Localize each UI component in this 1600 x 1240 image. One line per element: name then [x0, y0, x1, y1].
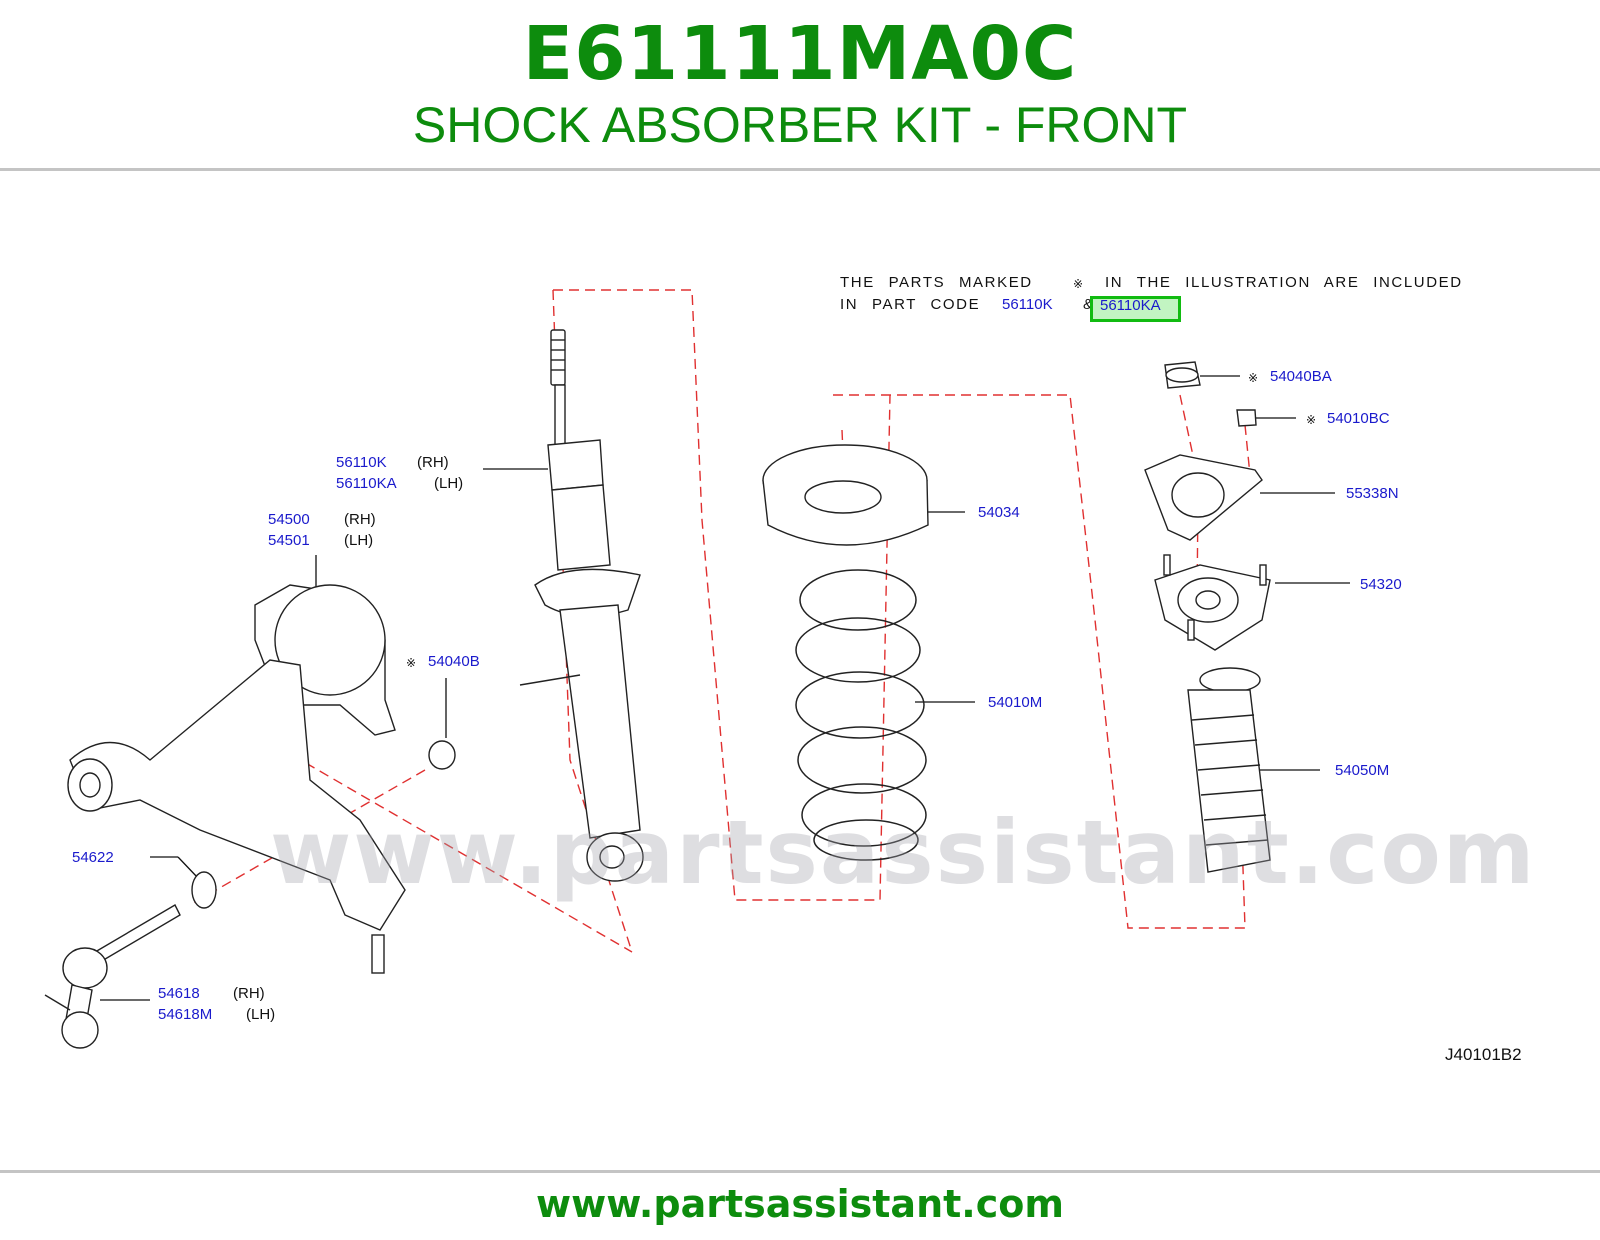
diagram-drawing — [44, 289, 1350, 1049]
callout-54618m[interactable]: 54618M — [158, 1006, 213, 1023]
diagram-id: J40101B2 — [1445, 1045, 1522, 1064]
bump-boot-drawing — [1187, 667, 1271, 873]
callout-56110k[interactable]: 56110K — [336, 454, 387, 471]
note-line2-a: IN PART CODE — [840, 296, 981, 313]
note-code-56110ka-link[interactable]: 56110KA — [1100, 297, 1161, 314]
footer-website-link[interactable]: www.partsassistant.com — [536, 1182, 1064, 1226]
exploded-diagram: www.partsassistant.com — [0, 171, 1600, 1169]
callout-54010m[interactable]: 54010M — [988, 694, 1043, 711]
spring-seat-drawing — [762, 444, 929, 546]
highlighted-code-box — [1090, 296, 1181, 322]
note-ampersand: & — [1083, 296, 1094, 313]
note-line1-a: THE PARTS MARKED — [840, 274, 1033, 291]
callout-54040b-mark: ※ — [406, 656, 417, 670]
dash-shock-bottom — [552, 289, 633, 953]
callout-54500-side: (RH) — [344, 511, 376, 528]
callout-54622[interactable]: 54622 — [72, 849, 114, 866]
dash-spring-to-boot — [833, 394, 1246, 929]
coil-spring-drawing — [795, 569, 927, 861]
stabilizer-link-drawing — [44, 904, 181, 1049]
callout-56110ka[interactable]: 56110KA — [336, 475, 397, 492]
callout-54320[interactable]: 54320 — [1360, 576, 1402, 593]
callout-54010bc[interactable]: 54010BC — [1327, 410, 1390, 427]
callout-54618-side: (RH) — [233, 985, 265, 1002]
callout-54034[interactable]: 54034 — [978, 504, 1020, 521]
callout-54040b[interactable]: 54040B — [428, 653, 480, 670]
note-line1-b: IN THE ILLUSTRATION ARE INCLUDED — [1105, 274, 1463, 291]
callout-54618[interactable]: 54618 — [158, 985, 200, 1002]
callout-54050m[interactable]: 54050M — [1335, 762, 1390, 779]
footer-divider — [0, 1170, 1600, 1173]
dash-nut-ba — [1179, 394, 1196, 466]
dash-shock-to-spring — [553, 289, 891, 901]
callout-54010bc-mark: ※ — [1306, 413, 1317, 427]
callout-54040ba-mark: ※ — [1248, 371, 1259, 385]
note-code-56110k-link[interactable]: 56110K — [1002, 296, 1053, 313]
part-description-title: SHOCK ABSORBER KIT - FRONT — [412, 97, 1188, 153]
callout-54618m-side: (LH) — [246, 1006, 276, 1023]
note-mark: ※ — [1073, 277, 1084, 291]
part-code-title: E61111MA0C — [522, 11, 1078, 97]
header-divider — [0, 168, 1600, 171]
watermark-text: www.partsassistant.com — [270, 801, 1537, 904]
upper-mount-drawing — [1144, 361, 1271, 651]
callout-54501[interactable]: 54501 — [268, 532, 310, 549]
page-header: E61111MA0C SHOCK ABSORBER KIT - FRONT — [0, 0, 1600, 170]
dash-arm-to-shock — [291, 754, 633, 953]
shock-absorber-drawing — [519, 329, 644, 882]
callout-56110k-side: (RH) — [417, 454, 449, 471]
leader-lines — [100, 375, 1350, 1001]
lower-arm-drawing — [67, 584, 456, 974]
callout-54040ba[interactable]: 54040BA — [1270, 368, 1332, 385]
callout-54500[interactable]: 54500 — [268, 511, 310, 528]
dash-nut-bc — [1244, 424, 1251, 476]
callout-54501-side: (LH) — [344, 532, 374, 549]
callout-55338n[interactable]: 55338N — [1346, 485, 1399, 502]
callout-56110ka-side: (LH) — [434, 475, 464, 492]
